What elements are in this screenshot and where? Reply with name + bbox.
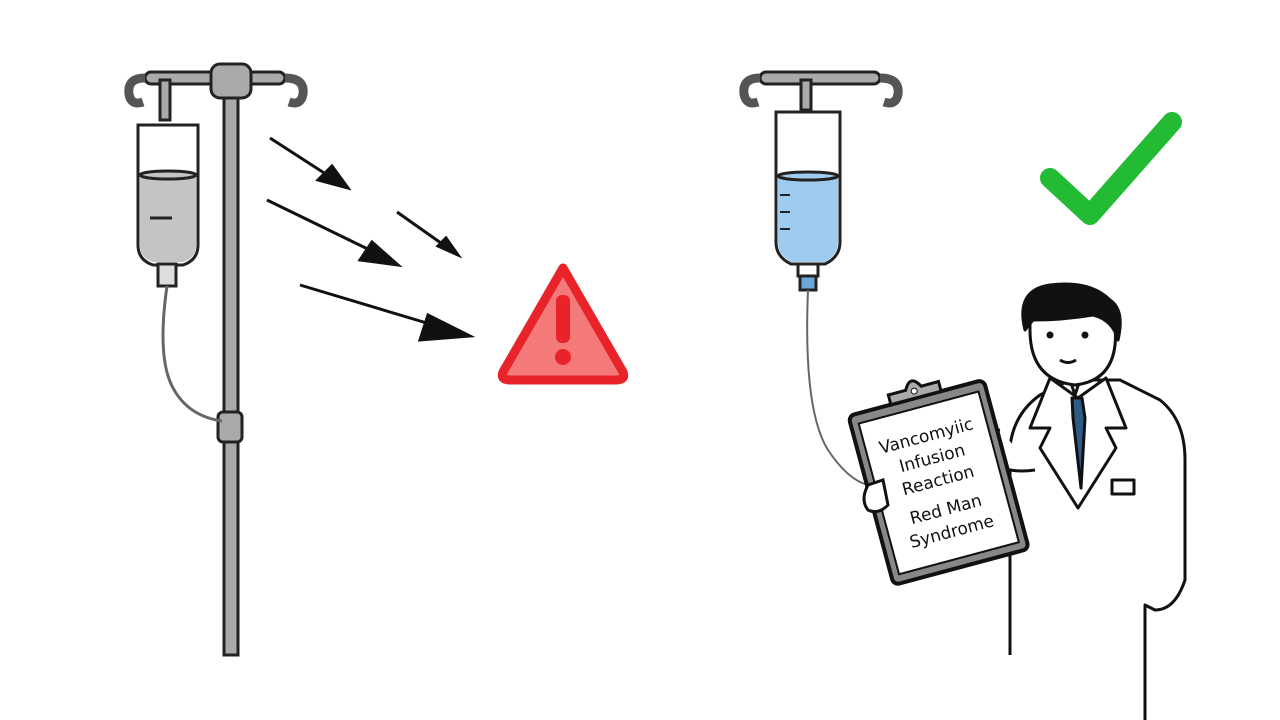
warning-icon bbox=[497, 263, 629, 385]
left-iv-bag bbox=[136, 78, 223, 423]
hand bbox=[862, 478, 890, 514]
arrow-icon bbox=[266, 198, 381, 257]
arrow-icon bbox=[396, 210, 449, 250]
right-iv-bag bbox=[774, 110, 869, 486]
right-iv-pole bbox=[739, 70, 903, 112]
checkmark-icon bbox=[1040, 112, 1182, 225]
left-iv-pole bbox=[124, 62, 308, 657]
clipboard: Vancomyiic Infusion Reaction Red Man Syn… bbox=[847, 379, 1030, 586]
arrow-icons bbox=[266, 136, 476, 342]
